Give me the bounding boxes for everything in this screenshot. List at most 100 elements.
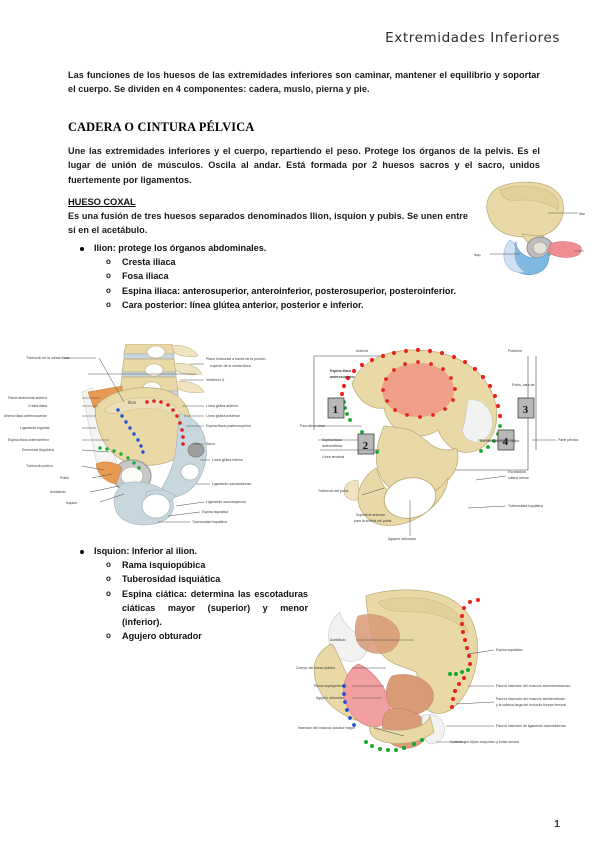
fig-label: Tuberosidad isquiática	[192, 520, 227, 524]
fig-label: Acetábulo	[50, 490, 66, 494]
fig-label: Pubis	[60, 476, 69, 480]
cadera-paragraph-block: Une las extremidades inferiores y el cue…	[68, 144, 540, 187]
figure-right-labels: Espina isquiática Para la inserción del …	[450, 648, 571, 744]
intro-paragraph: Las funciones de los huesos de las extre…	[68, 68, 540, 97]
figure-labels: Espina iliaca anterosuperior Para abdomi…	[300, 369, 578, 541]
number-box-2: 2	[357, 433, 375, 455]
fig-label: Escotadura	[508, 470, 526, 474]
sub-text: Rama isquiopúbica	[122, 560, 206, 571]
fig-label: para la sínfisis del pubis	[354, 519, 392, 523]
fig-label: Para la inserción del músculo semitendin…	[496, 697, 565, 701]
number-box-1: 1	[327, 397, 345, 419]
figure-left-labels: Tuberculo de la cresta iliaca Pared abdo…	[4, 356, 77, 505]
leader-lines-right	[158, 363, 210, 523]
fig-label: Línea glútea inferior	[212, 458, 244, 462]
sub-text: Cresta iliaca	[122, 257, 176, 268]
leader-lines	[352, 639, 495, 743]
fig-label: Parte pélvica	[558, 438, 578, 442]
list-item: Agujero obturador	[94, 629, 308, 643]
leader-lines	[318, 425, 556, 536]
hueso-coxal-paragraph-block: Es una fusión de tres huesos separados d…	[68, 209, 468, 238]
isquion-desc: : Inferior al ilion.	[126, 546, 198, 556]
dotted-red-posterior	[450, 598, 480, 709]
fig-label: Cuerpo del hueso púbico	[296, 666, 335, 670]
fig-label: Acetábulo	[330, 638, 346, 642]
fig-label: Espina iliaca anteroinferior	[8, 438, 50, 442]
fig-label: Espina iliaca	[330, 369, 351, 373]
fig-label: y la cabeza larga del músculo bíceps fem…	[496, 703, 566, 707]
fig-label: Inserción del músculo aductor mayor	[298, 726, 356, 730]
ilion-desc: : protege los órganos abdominales.	[112, 243, 267, 253]
sub-text: : anterosuperior, anteroinferior, poster…	[177, 285, 457, 296]
intro-paragraph-block: Las funciones de los huesos de las extre…	[68, 68, 540, 97]
dotted-crest-red	[145, 399, 185, 446]
figure-inner-label-ilion: Ilion	[128, 400, 137, 405]
sub-text: : determina las escotaduras ciáticas may…	[122, 588, 308, 628]
intro-text: Las funciones de los huesos de las extre…	[68, 70, 540, 95]
list-item: Espina iliaca: anterosuperior, anteroinf…	[94, 284, 528, 298]
figure-isquion-inserciones: Acetábulo Cuerpo del hueso púbico Rama i…	[296, 586, 596, 796]
fig-label: anterosuperior	[330, 375, 355, 379]
fig-label: Superficie articular	[356, 513, 386, 517]
bullet-list-level1-isquion: Isquion: Inferior al ilion. Rama isquiop…	[68, 544, 308, 644]
sub-label: Espina iliaca	[122, 285, 178, 296]
fig-label-anterior: Anterior	[356, 349, 369, 353]
list-item: Fosa iliaca	[94, 269, 528, 283]
cadera-heading-block: CADERA O CINTURA PÉLVICA	[68, 120, 540, 135]
sub-label: Cara posterior	[122, 299, 185, 310]
figure-label-ilion: Ilion	[579, 212, 585, 216]
fig-label: Cresta iliaca	[28, 404, 47, 408]
fig-label: Agujero obturador	[316, 696, 345, 700]
fig-label: Línea glútea posterior	[206, 414, 241, 418]
fig-label: Tuberculo pubico	[26, 464, 53, 468]
bullet-list-level1: Ilion: protege los órganos abdominales. …	[68, 241, 528, 312]
fig-label: Arteria iliaca anterosuperior	[4, 414, 48, 418]
fig-label: Para la inserción de ligamento sacrotube…	[496, 724, 566, 728]
bullet-list-level2: Cresta iliaca Fosa iliaca Espina iliaca:…	[94, 255, 528, 312]
fig-label-posterior: Posterior	[508, 349, 523, 353]
fig-label: Cubierta por tejido conjuntivo y bolsa s…	[450, 740, 519, 744]
fig-label: Vértebra L4	[206, 378, 224, 382]
document-header-title: Extremidades Inferiores	[385, 30, 560, 46]
hueso-coxal-heading-block: HUESO COXAL	[68, 196, 540, 207]
fig-label: Ligamento inguinal	[20, 426, 50, 430]
fig-label: Espina isquiática	[202, 510, 228, 514]
figure-left-labels: Acetábulo Cuerpo del hueso púbico Rama i…	[296, 638, 356, 730]
figure-coxal-medial-numerada: Anterior Posterior	[300, 340, 596, 545]
sub-text: Fosa iliaca	[122, 271, 169, 282]
sub-label: Espina ciática	[122, 588, 184, 599]
fig-label: Tuberosidad isquiática	[508, 504, 543, 508]
isquion-list-block: Isquion: Inferior al ilion. Rama isquiop…	[68, 544, 308, 644]
dotted-fossa-red	[381, 360, 457, 419]
sub-text: Tuberosidad isquiática	[122, 574, 221, 585]
list-item: Tuberosidad isquiática	[94, 572, 308, 586]
sub-text: Agujero obturador	[122, 631, 202, 642]
section-heading-hueso-coxal: HUESO COXAL	[68, 196, 136, 207]
ilion-label: Ilion	[94, 243, 113, 253]
isquion-label: Isquion	[94, 546, 127, 556]
fig-label: Eminencia iliopúbica	[22, 448, 54, 452]
fig-label: Espina iliaca posterosuperior	[206, 424, 252, 428]
figure-hueso-coxal-coloreado: Ilion Isqu.	[470, 178, 585, 280]
ilion-list-block: Ilion: protege los órganos abdominales. …	[68, 241, 528, 313]
list-item-isquion: Isquion: Inferior al ilion. Rama isquiop…	[68, 544, 308, 644]
fig-label: Pared abdominal anterior	[8, 396, 48, 400]
dotted-crest-red	[339, 347, 503, 419]
figure-label-isquion: Isqu.	[474, 253, 481, 257]
fig-label: Plano horizontal a través de la porción	[206, 357, 266, 361]
dotted-green-marks	[364, 668, 470, 752]
dotted-blue-marks	[342, 684, 356, 727]
dotted-gluteal-green	[98, 446, 141, 470]
number-label: 1	[333, 404, 339, 416]
hueso-coxal-paragraph: Es una fusión de tres huesos separados d…	[68, 209, 468, 238]
fig-label: superior de la cresta iliaca	[210, 364, 251, 368]
fig-label: Sacro	[206, 442, 215, 446]
number-label: 4	[503, 436, 509, 448]
fig-label: Escotadura ciática mayor	[480, 439, 520, 443]
cadera-paragraph: Une las extremidades inferiores y el cue…	[68, 146, 540, 185]
leader-lines-left	[64, 357, 196, 503]
bullet-list-level2-isquion: Rama isquiopúbica Tuberosidad isquiática…	[94, 558, 308, 643]
figure-pelvis-lateral-ligamentos: Ilion	[4, 344, 300, 544]
fig-label: ciática menor	[508, 476, 530, 480]
